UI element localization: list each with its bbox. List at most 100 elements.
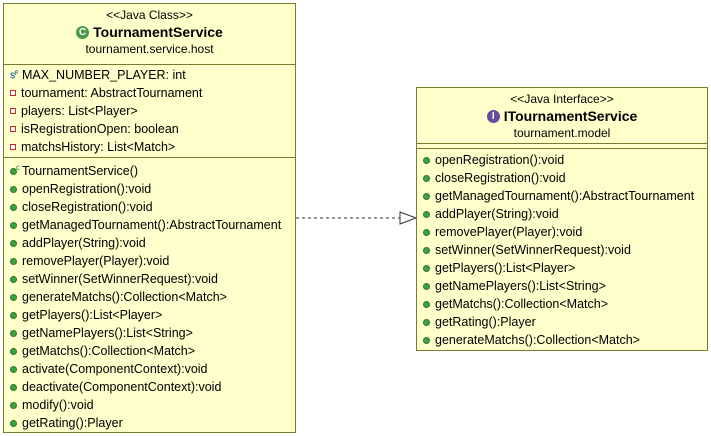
method-label: closeRegistration():void: [22, 200, 153, 214]
method-label: deactivate(ComponentContext):void: [22, 380, 222, 394]
constructor-icon: [10, 163, 20, 175]
field-label: players: List<Player>: [21, 104, 138, 118]
interface-methods-section: openRegistration():void closeRegistratio…: [417, 151, 707, 349]
public-method-icon: [423, 192, 430, 200]
method-item[interactable]: getMatchs():Collection<Match>: [4, 342, 295, 360]
method-label: setWinner(SetWinnerRequest):void: [435, 243, 631, 257]
method-item[interactable]: getMatchs():Collection<Match>: [417, 295, 707, 313]
private-field-icon: [10, 108, 16, 114]
public-method-icon: [423, 282, 430, 290]
method-item[interactable]: openRegistration():void: [417, 151, 707, 169]
static-final-field-icon: SF: [10, 70, 19, 81]
interface-name: ITournamentService: [503, 108, 638, 124]
method-label: TournamentService(): [22, 164, 139, 178]
method-label: getManagedTournament():AbstractTournamen…: [22, 218, 282, 232]
method-item[interactable]: setWinner(SetWinnerRequest):void: [417, 241, 707, 259]
class-package: tournament.service.host: [85, 42, 214, 56]
public-method-icon: [10, 347, 17, 355]
method-item[interactable]: getNamePlayers():List<String>: [4, 324, 295, 342]
public-method-icon: [423, 156, 430, 164]
field-label: MAX_NUMBER_PLAYER: int: [22, 68, 186, 82]
method-item[interactable]: addPlayer(String):void: [4, 234, 295, 252]
class-methods-section: TournamentService() openRegistration():v…: [4, 162, 295, 432]
private-field-icon: [10, 126, 16, 132]
method-item[interactable]: generateMatchs():Collection<Match>: [417, 331, 707, 349]
method-label: activate(ComponentContext):void: [22, 362, 208, 376]
method-item[interactable]: getRating():Player: [417, 313, 707, 331]
interface-header: <<Java Interface>> I ITournamentService …: [417, 88, 707, 141]
public-method-icon: [10, 311, 17, 319]
field-item[interactable]: isRegistrationOpen: boolean: [4, 120, 295, 138]
method-item[interactable]: closeRegistration():void: [417, 169, 707, 187]
method-item[interactable]: removePlayer(Player):void: [4, 252, 295, 270]
interface-package: tournament.model: [513, 126, 611, 140]
field-item[interactable]: matchsHistory: List<Match>: [4, 138, 295, 156]
public-method-icon: [10, 383, 17, 391]
method-item[interactable]: getRating():Player: [4, 414, 295, 432]
method-label: getNamePlayers():List<String>: [435, 279, 606, 293]
interface-stereotype: <<Java Interface>>: [510, 92, 614, 106]
method-label: generateMatchs():Collection<Match>: [435, 333, 640, 347]
public-method-icon: [423, 318, 430, 326]
method-item[interactable]: getManagedTournament():AbstractTournamen…: [4, 216, 295, 234]
method-item[interactable]: TournamentService(): [4, 162, 295, 180]
method-label: getManagedTournament():AbstractTournamen…: [435, 189, 695, 203]
public-method-icon: [423, 174, 430, 182]
field-label: tournament: AbstractTournament: [21, 86, 203, 100]
tournament-service-class-box[interactable]: <<Java Class>> C TournamentService tourn…: [3, 3, 296, 433]
method-label: getRating():Player: [22, 416, 123, 430]
method-label: getPlayers():List<Player>: [435, 261, 576, 275]
field-item[interactable]: tournament: AbstractTournament: [4, 84, 295, 102]
method-item[interactable]: getManagedTournament():AbstractTournamen…: [417, 187, 707, 205]
public-method-icon: [10, 293, 17, 301]
method-item[interactable]: addPlayer(String):void: [417, 205, 707, 223]
method-item[interactable]: closeRegistration():void: [4, 198, 295, 216]
method-label: removePlayer(Player):void: [435, 225, 583, 239]
method-label: addPlayer(String):void: [22, 236, 146, 250]
method-label: getRating():Player: [435, 315, 536, 329]
public-method-icon: [10, 257, 17, 265]
method-label: modify():void: [22, 398, 94, 412]
class-icon: C: [76, 26, 90, 39]
public-method-icon: [423, 336, 430, 344]
public-method-icon: [423, 300, 430, 308]
method-label: addPlayer(String):void: [435, 207, 559, 221]
method-item[interactable]: deactivate(ComponentContext):void: [4, 378, 295, 396]
method-item[interactable]: getPlayers():List<Player>: [417, 259, 707, 277]
public-method-icon: [10, 185, 17, 193]
method-item[interactable]: openRegistration():void: [4, 180, 295, 198]
private-field-icon: [10, 144, 16, 150]
method-item[interactable]: getNamePlayers():List<String>: [417, 277, 707, 295]
public-method-icon: [10, 329, 17, 337]
public-method-icon: [10, 239, 17, 247]
method-label: setWinner(SetWinnerRequest):void: [22, 272, 218, 286]
method-label: closeRegistration():void: [435, 171, 566, 185]
interface-methods-divider: [417, 148, 707, 149]
public-method-icon: [10, 203, 17, 211]
interface-fields-divider: [417, 143, 707, 144]
method-item[interactable]: modify():void: [4, 396, 295, 414]
class-stereotype: <<Java Class>>: [106, 8, 193, 22]
class-methods-divider: [4, 157, 295, 158]
public-method-icon: [423, 264, 430, 272]
method-label: openRegistration():void: [435, 153, 565, 167]
public-method-icon: [423, 210, 430, 218]
method-label: getMatchs():Collection<Match>: [435, 297, 608, 311]
method-item[interactable]: setWinner(SetWinnerRequest):void: [4, 270, 295, 288]
realization-arrowhead: [399, 211, 418, 225]
method-item[interactable]: activate(ComponentContext):void: [4, 360, 295, 378]
method-item[interactable]: removePlayer(Player):void: [417, 223, 707, 241]
itournament-service-interface-box[interactable]: <<Java Interface>> I ITournamentService …: [416, 87, 708, 351]
interface-icon: I: [486, 110, 500, 123]
public-method-icon: [10, 365, 17, 373]
method-item[interactable]: getPlayers():List<Player>: [4, 306, 295, 324]
class-header: <<Java Class>> C TournamentService tourn…: [4, 4, 295, 57]
method-item[interactable]: generateMatchs():Collection<Match>: [4, 288, 295, 306]
private-field-icon: [10, 90, 16, 96]
method-label: removePlayer(Player):void: [22, 254, 170, 268]
field-item[interactable]: players: List<Player>: [4, 102, 295, 120]
public-method-icon: [10, 275, 17, 283]
public-method-icon: [10, 221, 17, 229]
